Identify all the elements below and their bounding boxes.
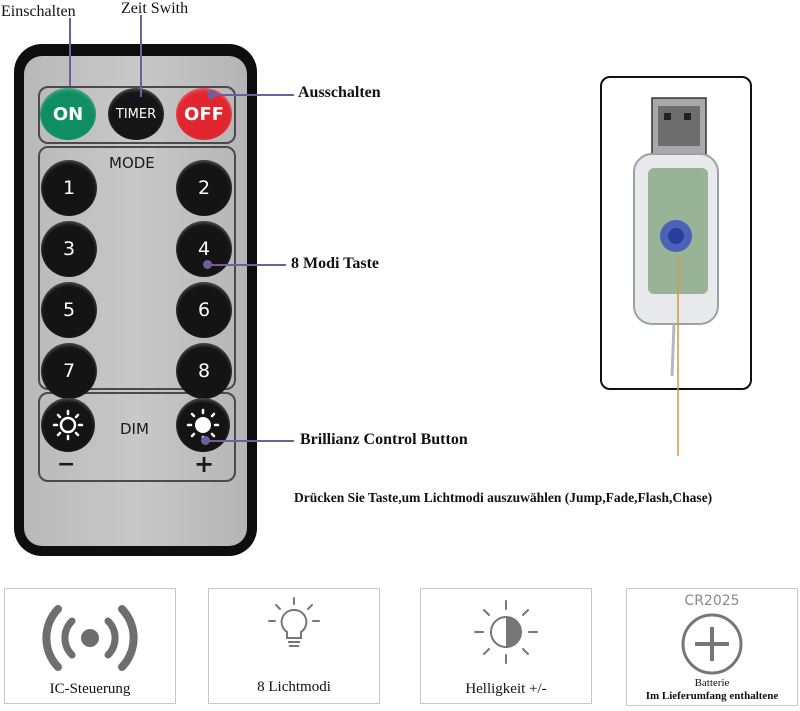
callout-modi: 8 Modi Taste — [291, 255, 380, 272]
usb-controller-icon — [633, 97, 719, 456]
feature-tile-modes: 8 Lichtmodi — [208, 588, 380, 704]
pointer-line-off — [212, 94, 294, 96]
feature-label-battery: Batterie — [694, 677, 730, 689]
pointer-dot-brightness — [201, 436, 210, 445]
pointer-dot-off — [207, 90, 216, 99]
remote-control: ON TIMER OFF MODE 1 2 3 4 5 6 7 8 — [14, 44, 257, 556]
dim-down-button[interactable] — [41, 398, 95, 452]
sun-outline-icon — [52, 409, 84, 441]
off-button[interactable]: OFF — [176, 88, 232, 140]
pointer-line-on — [69, 18, 71, 86]
on-button-label: ON — [52, 103, 84, 125]
dim-label: DIM — [120, 420, 149, 438]
feature-tile-ic: IC-Steuerung — [4, 588, 176, 704]
lightbulb-icon — [268, 597, 320, 647]
on-button[interactable]: ON — [40, 88, 96, 140]
mode-key-1[interactable]: 1 — [41, 160, 97, 216]
off-button-label: OFF — [184, 103, 224, 125]
mode-label: MODE — [109, 154, 155, 172]
feature-tile-brightness: Helligkeit +/- — [420, 588, 592, 704]
brightness-icon — [474, 600, 538, 664]
timer-button-label: TIMER — [115, 106, 157, 122]
dim-panel — [38, 392, 236, 482]
minus-sign: − — [57, 452, 76, 477]
callout-timer: Zeit Swith — [121, 0, 189, 17]
callout-brillianz: Brillianz Control Button — [300, 431, 468, 448]
remote-face: ON TIMER OFF MODE 1 2 3 4 5 6 7 8 — [24, 56, 247, 546]
mode-key-3[interactable]: 3 — [41, 221, 97, 277]
battery-type-label: CR2025 — [684, 593, 740, 609]
pointer-line-timer — [140, 15, 142, 97]
usb-controller-image — [600, 76, 752, 456]
sun-filled-icon — [186, 408, 220, 442]
mode-key-6[interactable]: 6 — [176, 282, 232, 338]
callout-einschalten: Einschalten — [1, 3, 76, 20]
feature-label-battery-note: Im Lieferumfang enthaltene — [645, 690, 779, 702]
mode-key-5[interactable]: 5 — [41, 282, 97, 338]
feature-label-brightness: Helligkeit +/- — [465, 681, 547, 697]
mode-key-2[interactable]: 2 — [176, 160, 232, 216]
mode-key-7[interactable]: 7 — [41, 343, 97, 399]
battery-icon — [681, 613, 743, 675]
power-panel — [38, 86, 236, 144]
mode-key-4[interactable]: 4 — [176, 221, 232, 277]
timer-button[interactable]: TIMER — [108, 88, 164, 140]
feature-label-ic: IC-Steuerung — [49, 681, 131, 697]
pointer-line-brightness — [206, 440, 294, 442]
feature-label-modes: 8 Lichtmodi — [257, 679, 331, 695]
pointer-line-modes — [208, 264, 286, 266]
signal-icon — [42, 605, 138, 671]
feature-tile-battery: CR2025 Batterie Im Lieferumfang enthalte… — [626, 588, 798, 706]
pointer-dot-modes — [203, 260, 212, 269]
mode-panel — [38, 146, 236, 390]
plus-sign: + — [194, 450, 215, 478]
callout-ausschalten: Ausschalten — [298, 84, 381, 101]
mode-key-8[interactable]: 8 — [176, 343, 232, 399]
instruction-text: Drücken Sie Taste,um Lichtmodi auszuwähl… — [294, 490, 713, 505]
